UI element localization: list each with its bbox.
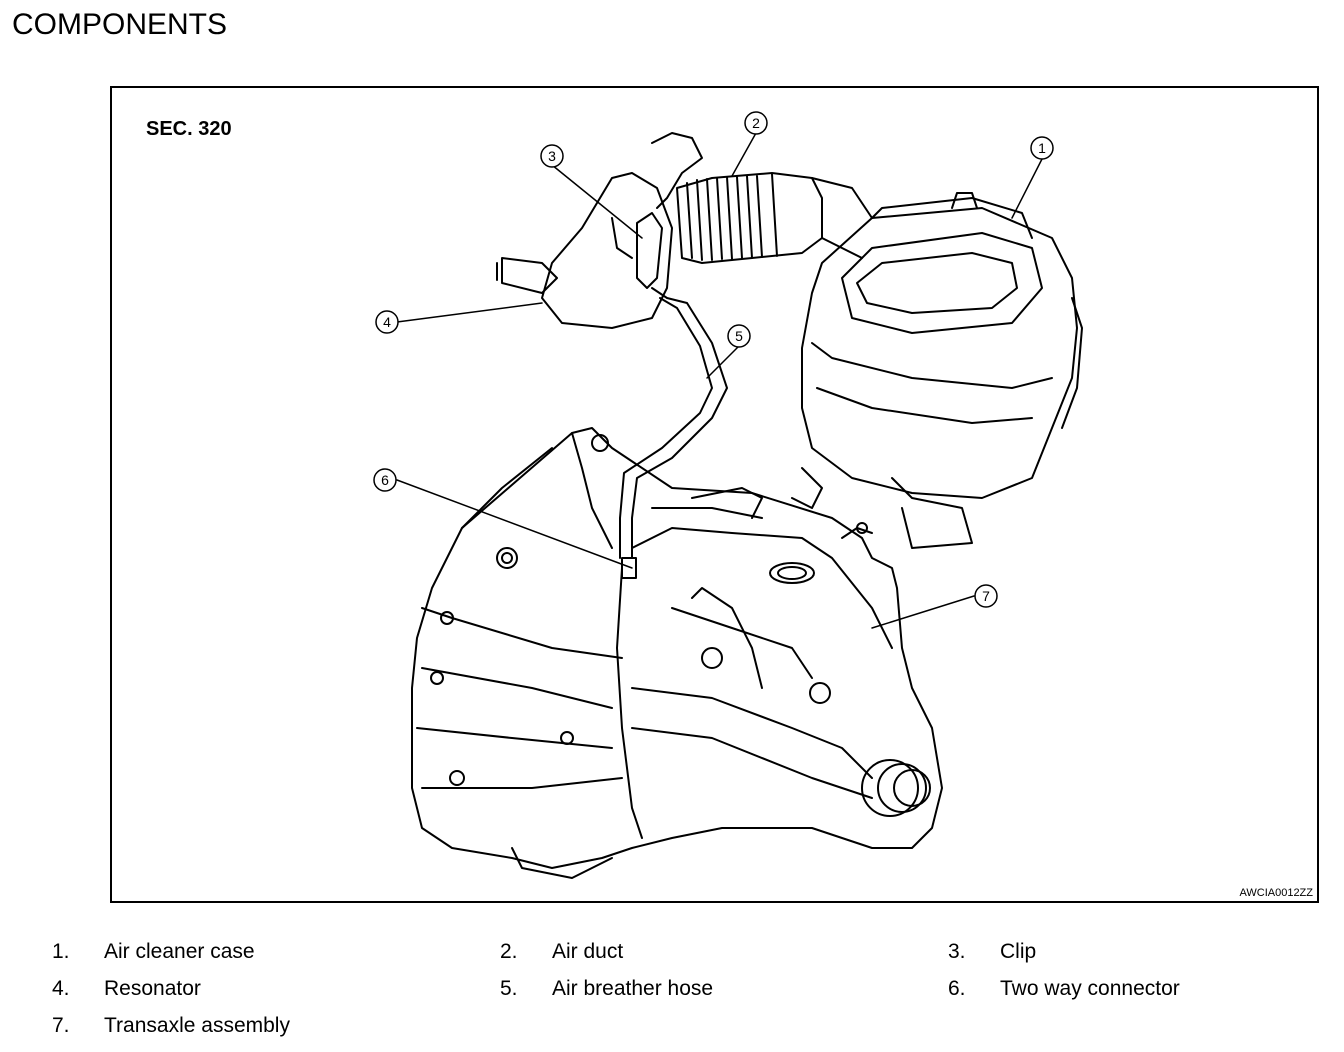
legend-text: Air cleaner case	[104, 940, 255, 963]
legend-text: Clip	[1000, 940, 1037, 963]
legend-text: Two way connector	[1000, 977, 1180, 1000]
resonator-drawing	[496, 172, 673, 329]
callout-4-label: 4	[383, 314, 391, 330]
callout-labels: 1 2 3 4 5 6 7	[381, 115, 1046, 604]
leader-lines	[396, 132, 1043, 629]
callout-5-label: 5	[735, 328, 743, 344]
legend-number: 2.	[500, 940, 518, 963]
callout-6-circle	[373, 468, 397, 492]
air-cleaner-case-drawing	[791, 192, 1083, 549]
callout-3-label: 3	[548, 148, 556, 164]
callout-circles	[373, 111, 1054, 608]
callout-7-label: 7	[982, 588, 990, 604]
clip-and-breather-hose-drawing	[619, 212, 728, 579]
callout-2-circle	[744, 111, 768, 135]
legend-number: 7.	[52, 1014, 70, 1037]
callout-7-circle	[974, 584, 998, 608]
legend-text: Resonator	[104, 977, 201, 1000]
legend-text: Air breather hose	[552, 977, 714, 1000]
legend-text: Transaxle assembly	[104, 1014, 290, 1037]
callout-2-label: 2	[752, 115, 760, 131]
legend-number: 3.	[948, 940, 966, 963]
callout-4-circle	[375, 310, 399, 334]
legend-number: 6.	[948, 977, 966, 1000]
components-figure: 1 2 3 4 5 6 7 SEC. 320 AWCIA0012ZZ	[110, 86, 1319, 903]
legend-text: Air duct	[552, 940, 624, 963]
callout-5-circle	[727, 324, 751, 348]
legend-number: 4.	[52, 977, 70, 1000]
exploded-view-drawing: 1 2 3 4 5 6 7	[373, 111, 1083, 879]
callout-6-label: 6	[381, 472, 389, 488]
callout-1-circle	[1030, 136, 1054, 160]
callout-1-label: 1	[1038, 140, 1046, 156]
section-label: SEC. 320	[146, 118, 232, 140]
legend-number: 1.	[52, 940, 70, 963]
page-title: COMPONENTS	[12, 8, 228, 41]
air-duct-drawing	[651, 132, 873, 264]
callout-3-circle	[540, 144, 564, 168]
transaxle-assembly-drawing	[411, 427, 943, 879]
figure-id: AWCIA0012ZZ	[1239, 887, 1313, 899]
legend-number: 5.	[500, 977, 518, 1000]
